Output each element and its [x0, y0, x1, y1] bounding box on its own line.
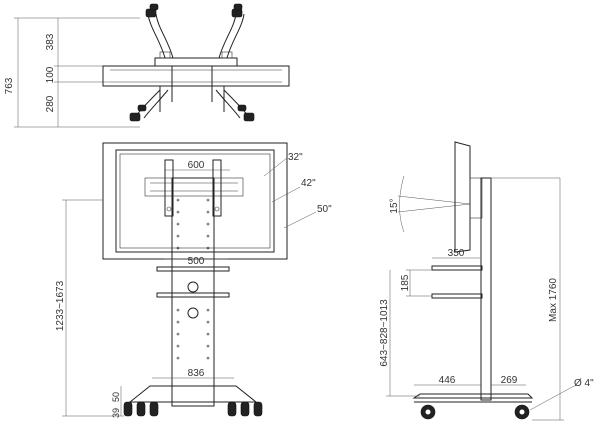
screen-top-outline	[102, 65, 290, 87]
leg-top-left	[147, 13, 166, 59]
side-shelf-upper	[431, 265, 483, 271]
top-view: 763 383 100 280	[4, 3, 290, 128]
front-view: 600 500 836	[55, 142, 332, 418]
dim-label-50: 50	[111, 392, 121, 402]
leader-42	[271, 186, 301, 203]
dim-label-39: 39	[111, 408, 121, 418]
dim-label-763: 763	[4, 77, 15, 94]
dim-label-350: 350	[448, 248, 465, 259]
dim-label-280: 280	[45, 95, 56, 112]
base-front	[128, 385, 258, 403]
screen-size-label-50: 50"	[317, 204, 332, 215]
leader-50	[283, 211, 317, 229]
tilt-arc	[399, 175, 405, 233]
dim-label-269: 269	[501, 375, 518, 386]
screen-size-label-42: 42"	[301, 178, 316, 189]
side-column	[480, 177, 492, 401]
leader-32	[263, 157, 288, 177]
dim-label-836: 836	[188, 368, 205, 379]
cable-port	[187, 281, 199, 293]
side-view: 15° 350 185 643~828~1013 446 269	[379, 141, 594, 421]
shelf-lower	[156, 292, 230, 298]
leader-wheel	[529, 385, 575, 411]
caster-icon	[123, 401, 263, 417]
leg-top-right	[218, 13, 237, 59]
dim-label-185: 185	[400, 274, 411, 291]
dim-label-wheel-diameter: Ø 4"	[574, 378, 594, 389]
dim-label-100: 100	[45, 66, 56, 83]
side-shelf-lower	[431, 293, 483, 299]
mount-bracket-top	[154, 57, 238, 67]
caster-icon	[129, 3, 255, 122]
mount-rail-right	[212, 159, 222, 217]
dim-label-height-range: 1233~1673	[55, 280, 66, 331]
dim-label-max-height: Max 1760	[548, 278, 559, 322]
dim-label-shelf-height-range: 643~828~1013	[379, 299, 390, 367]
dim-label-600: 600	[188, 160, 205, 171]
dim-label-383: 383	[45, 33, 56, 50]
screen-side	[454, 141, 471, 253]
tilt-label: 15°	[389, 198, 400, 213]
column-holes	[176, 198, 210, 360]
stand-column	[171, 177, 215, 407]
mount-rail-left	[164, 159, 174, 217]
caster-icon	[420, 404, 530, 420]
side-base	[412, 393, 534, 399]
screen-size-label-32: 32"	[288, 152, 303, 163]
dim-label-500: 500	[188, 256, 205, 267]
shelf-upper	[156, 266, 230, 272]
dim-label-446: 446	[439, 375, 456, 386]
